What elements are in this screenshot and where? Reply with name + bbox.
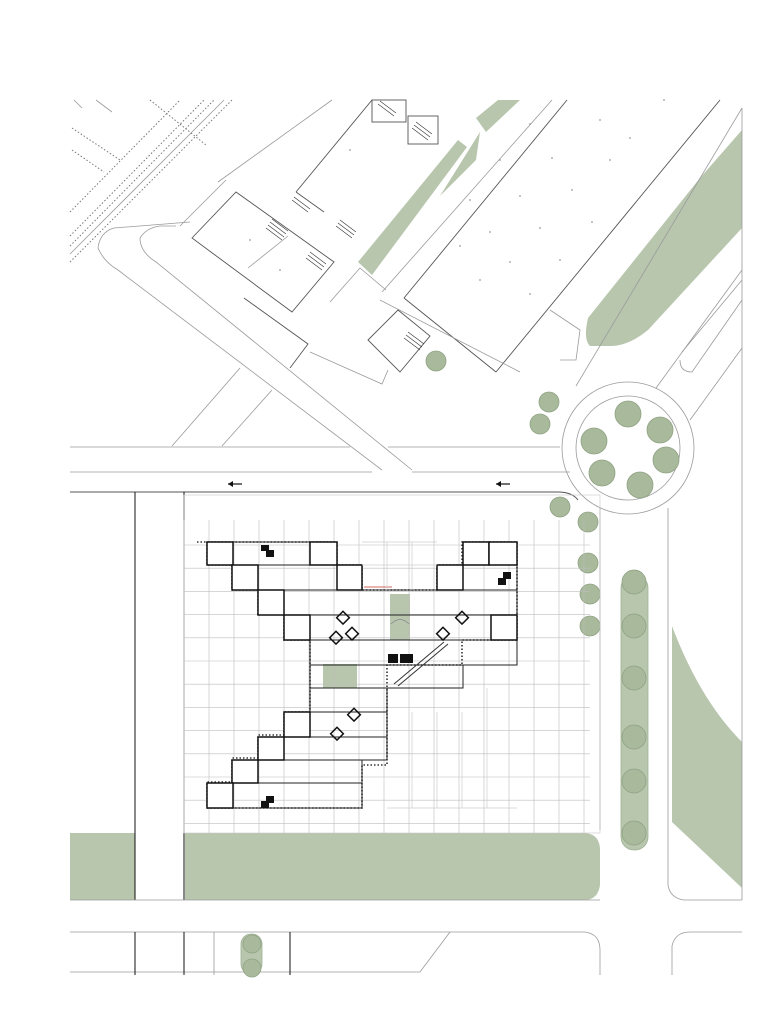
ramp xyxy=(393,641,449,687)
building-warehouse xyxy=(403,99,568,299)
fixtures xyxy=(328,610,470,742)
traffic-arrow-left-icon xyxy=(228,481,242,487)
tree-icon xyxy=(652,446,680,474)
road-edge xyxy=(70,491,579,501)
road-bottom xyxy=(70,931,451,973)
building-block-west xyxy=(217,99,333,183)
tree-icon xyxy=(580,427,608,455)
building-warehouse xyxy=(403,297,497,373)
tree-icon xyxy=(577,511,599,533)
building-block-west xyxy=(295,99,373,193)
building-block-west xyxy=(179,179,227,227)
rail-tracks xyxy=(69,99,233,263)
roundabout-inner xyxy=(575,395,681,501)
tree-icon xyxy=(425,350,447,372)
column-grid xyxy=(249,99,665,295)
planted-median-3 xyxy=(476,100,520,132)
road-spur xyxy=(221,389,273,447)
building-block-west xyxy=(295,191,325,213)
stair-icon xyxy=(261,545,511,808)
lawn-east xyxy=(672,626,742,888)
tree-icon xyxy=(529,413,551,435)
tree-icon xyxy=(626,471,654,499)
road-northeast xyxy=(681,279,743,353)
building-block-west xyxy=(191,191,335,313)
stair-icon xyxy=(265,100,433,351)
tree-icon xyxy=(614,400,642,428)
road-south xyxy=(667,508,742,901)
planted-median-2 xyxy=(440,132,480,196)
roundabout-outer xyxy=(561,381,695,515)
planted-median xyxy=(358,140,467,275)
road-diagonal xyxy=(139,225,176,239)
southeast-grid xyxy=(387,688,517,809)
courtyard-grid xyxy=(362,541,437,590)
building-block-west xyxy=(243,297,309,369)
tree-icon xyxy=(621,613,647,639)
road-northeast xyxy=(575,107,743,387)
traffic-arrow-left-icon xyxy=(496,481,510,487)
tree-icon xyxy=(538,391,560,413)
tree-icon xyxy=(621,724,647,750)
site-boundary xyxy=(183,494,601,834)
tree-icon xyxy=(242,958,262,978)
road-bottom xyxy=(671,931,742,975)
road-diagonal xyxy=(97,221,191,249)
existing-buildings xyxy=(179,99,721,385)
building-block-west xyxy=(247,235,289,269)
road-northeast xyxy=(655,269,743,389)
road-northeast xyxy=(689,347,743,421)
road-diagonal xyxy=(97,247,383,471)
tree-icon xyxy=(646,416,674,444)
courtyard-circle xyxy=(390,619,410,625)
tree-icon xyxy=(549,496,571,518)
corner-rooms xyxy=(206,541,518,809)
lawn-south-west xyxy=(70,833,135,900)
tree-icon xyxy=(579,583,601,605)
building-warehouse xyxy=(379,299,521,373)
courtyard-green xyxy=(390,594,410,640)
tree-icon xyxy=(621,569,647,595)
building-warehouse xyxy=(495,99,721,373)
road-northeast xyxy=(679,299,743,373)
road-diagonal xyxy=(139,237,413,471)
tree-icon xyxy=(621,665,647,691)
tree-icon xyxy=(579,615,601,637)
tree-icon xyxy=(621,820,647,846)
tree-icon xyxy=(588,459,616,487)
tree-icon xyxy=(242,934,262,954)
road-bottom xyxy=(70,931,601,975)
building-warehouse xyxy=(381,99,553,293)
trees xyxy=(242,350,680,978)
road-spur xyxy=(171,367,241,447)
tree-icon xyxy=(577,552,599,574)
tree-icon xyxy=(621,768,647,794)
proposed-building xyxy=(197,541,518,809)
building-block-west xyxy=(309,351,389,385)
lawn-south xyxy=(185,833,600,900)
building-block-west xyxy=(329,267,387,303)
building-block-west xyxy=(367,309,431,373)
